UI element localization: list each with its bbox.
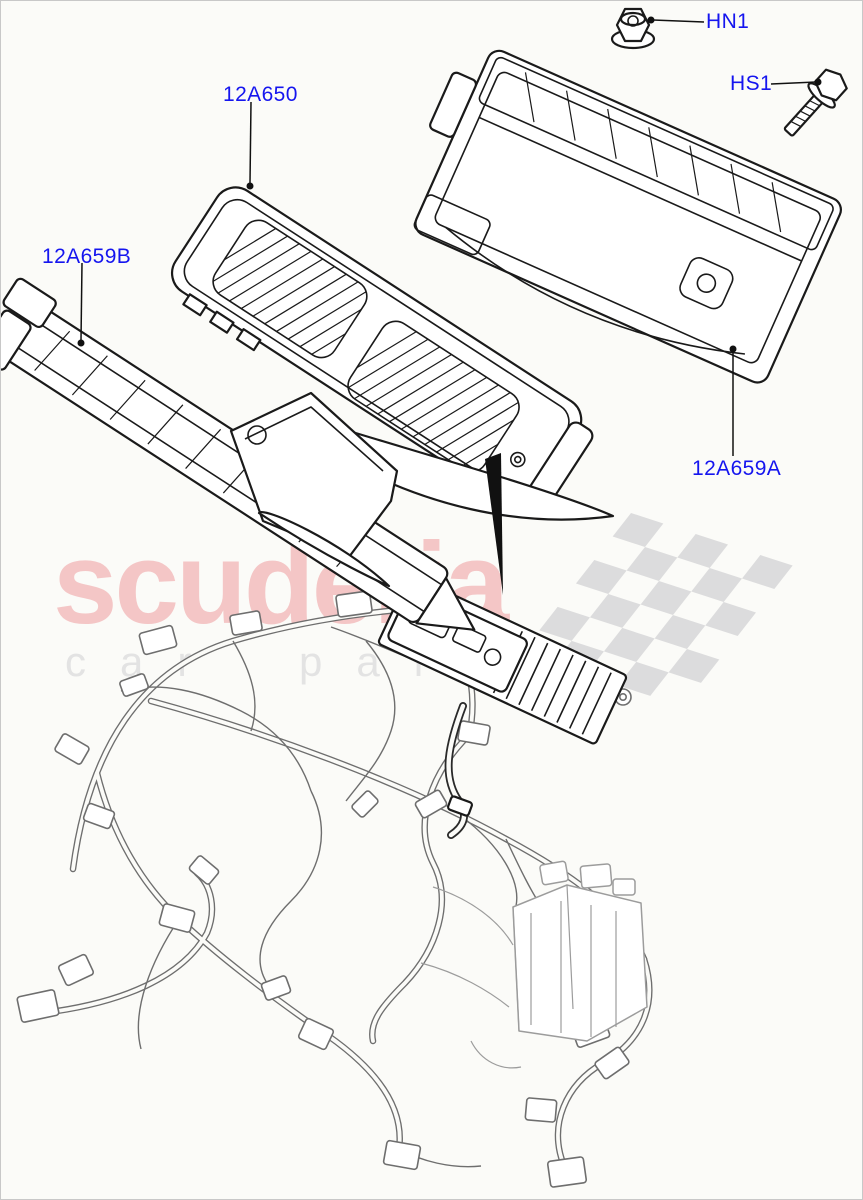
leader-dot-bracket-a [729, 345, 737, 353]
leader-dot-bracket-b [77, 339, 85, 347]
hex-bolt-drawing [783, 68, 848, 137]
part-label-bracket-b[interactable]: 12A659B [42, 245, 132, 268]
part-label-bracket-a[interactable]: 12A659A [692, 457, 782, 480]
installation-pointer-arrow [485, 453, 503, 595]
leader-line-nut [652, 19, 705, 23]
leader-line-bracket-b [80, 262, 83, 341]
leader-dot-nut [647, 16, 655, 24]
part-label-ecm[interactable]: 12A650 [223, 83, 298, 106]
ecm-bracket-arm [329, 429, 615, 521]
hex-nut-drawing [610, 7, 656, 50]
part-label-nut[interactable]: HN1 [706, 10, 750, 33]
mounting-bracket-drawing [413, 49, 842, 384]
leader-lines [77, 16, 822, 595]
leader-dot-screw [814, 78, 822, 86]
bracket-plate-drawing [229, 391, 399, 588]
fusebox-drawing [420, 860, 648, 1069]
part-label-screw[interactable]: HS1 [730, 72, 773, 95]
leader-line-ecm [249, 101, 252, 184]
leader-line-screw [770, 81, 817, 85]
leader-dot-ecm [246, 182, 254, 190]
